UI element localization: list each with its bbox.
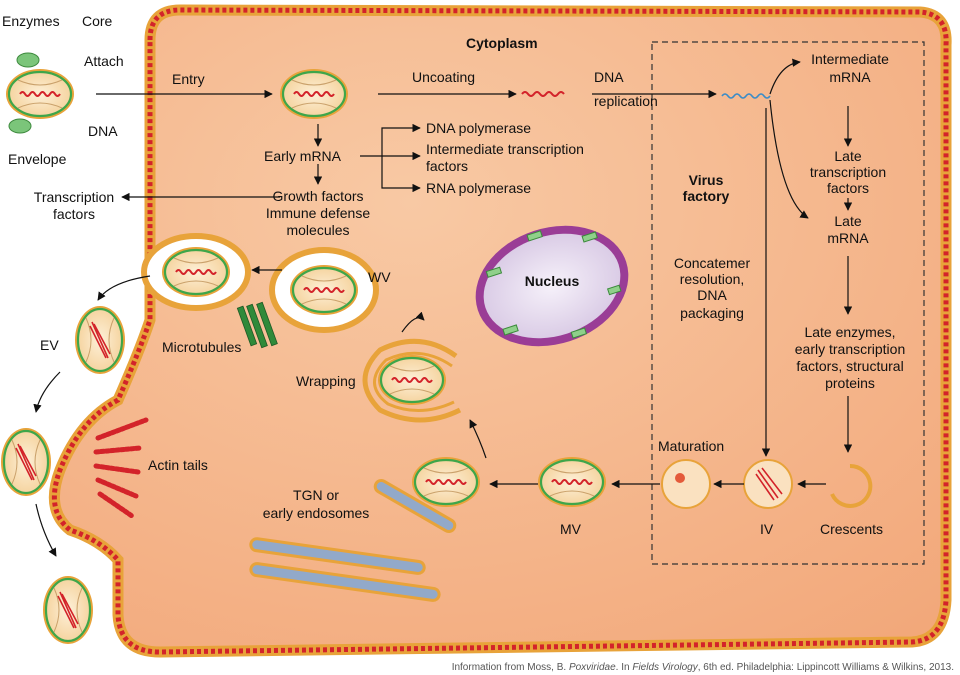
label-tgn-2: early endosomes [263, 505, 370, 521]
microtubules [236, 301, 278, 349]
citation-prefix: Information from Moss, B. [451, 662, 569, 673]
label-uncoating: Uncoating [412, 69, 475, 85]
budding-virion [141, 233, 251, 311]
label-maturation: Maturation [658, 438, 724, 454]
label-dna-replication-1: DNA [594, 69, 624, 85]
label-iv: IV [760, 521, 774, 537]
enzyme-blob-bottom [8, 118, 32, 134]
maturation-particle [661, 459, 711, 509]
ev-virion-3 [41, 574, 95, 646]
citation-suffix: , 6th ed. Philadelphia: Lippincott Willi… [697, 662, 954, 673]
label-late-enzymes-3: factors, structural [796, 358, 903, 374]
label-crescents: Crescents [820, 521, 883, 537]
label-actin-tails: Actin tails [148, 457, 208, 473]
label-late-enzymes-2: early transcription [795, 341, 906, 357]
label-intermediate-tf-1: Intermediate transcription [426, 141, 584, 157]
label-late-tf-3: factors [827, 180, 869, 196]
label-molecules: molecules [286, 222, 349, 238]
entered-virion [278, 67, 350, 121]
label-enzymes: Enzymes [2, 13, 60, 29]
label-late-enzymes-4: proteins [825, 375, 875, 391]
label-concatemer-3: DNA [697, 287, 727, 303]
wv-virion [269, 247, 379, 333]
label-transcription-factors-2: factors [53, 206, 95, 222]
label-dna-replication-2: replication [594, 93, 658, 109]
iv-particle [743, 459, 793, 509]
ev-virion [73, 304, 127, 376]
crescent [830, 463, 873, 508]
label-dna: DNA [88, 123, 118, 139]
label-microtubules: Microtubules [162, 339, 241, 355]
label-dna-polymerase: DNA polymerase [426, 120, 531, 136]
label-late-mrna-1: Late [834, 213, 861, 229]
label-envelope: Envelope [8, 151, 67, 167]
label-virus-factory-1: Virus [689, 172, 724, 188]
label-mv: MV [560, 521, 582, 537]
label-early-mrna: Early mRNA [264, 148, 342, 164]
wrapping-virion [362, 338, 462, 423]
label-concatemer-1: Concatemer [674, 255, 751, 271]
actin-tails [93, 417, 149, 519]
nucleus [475, 225, 629, 347]
label-wv: WV [368, 269, 391, 285]
label-transcription-factors-1: Transcription [34, 189, 114, 205]
label-nucleus: Nucleus [525, 273, 580, 289]
endosomes [249, 479, 457, 602]
label-concatemer-2: resolution, [680, 271, 745, 287]
label-virus-factory-2: factory [683, 188, 730, 204]
label-late-mrna-2: mRNA [827, 230, 869, 246]
attaching-virion [4, 52, 76, 134]
label-intermediate-tf-2: factors [426, 158, 468, 174]
label-ev: EV [40, 337, 59, 353]
citation-title1: Poxviridae [568, 662, 616, 673]
citation-title2: Fields Virology [632, 662, 698, 673]
enzyme-blob-top [16, 52, 40, 68]
label-tgn-1: TGN or [293, 487, 339, 503]
label-intermediate-mrna-2: mRNA [829, 69, 871, 85]
label-core: Core [82, 13, 113, 29]
citation-middle: . In [615, 662, 633, 673]
label-late-enzymes-1: Late enzymes, [804, 324, 895, 340]
virus-factory-region [651, 41, 925, 565]
label-late-tf-2: transcription [810, 164, 886, 180]
label-wrapping: Wrapping [296, 373, 356, 389]
ev-virion-2 [0, 426, 53, 498]
label-late-tf-1: Late [834, 148, 861, 164]
label-growth-factors: Growth factors [272, 188, 363, 204]
label-entry: Entry [172, 71, 205, 87]
label-immune-defense: Immune defense [266, 205, 370, 221]
uncoated-dna [521, 91, 565, 97]
label-attach: Attach [84, 53, 124, 69]
mv-virion [536, 455, 608, 509]
label-intermediate-mrna-1: Intermediate [811, 51, 889, 67]
label-cytoplasm: Cytoplasm [466, 35, 538, 51]
replicated-dna [721, 93, 771, 99]
citation: Information from Moss, B. Poxviridae. In… [452, 662, 954, 673]
mv-virion-left [410, 455, 482, 509]
label-rna-polymerase: RNA polymerase [426, 180, 531, 196]
label-concatemer-4: packaging [680, 305, 744, 321]
arrows [33, 58, 853, 557]
